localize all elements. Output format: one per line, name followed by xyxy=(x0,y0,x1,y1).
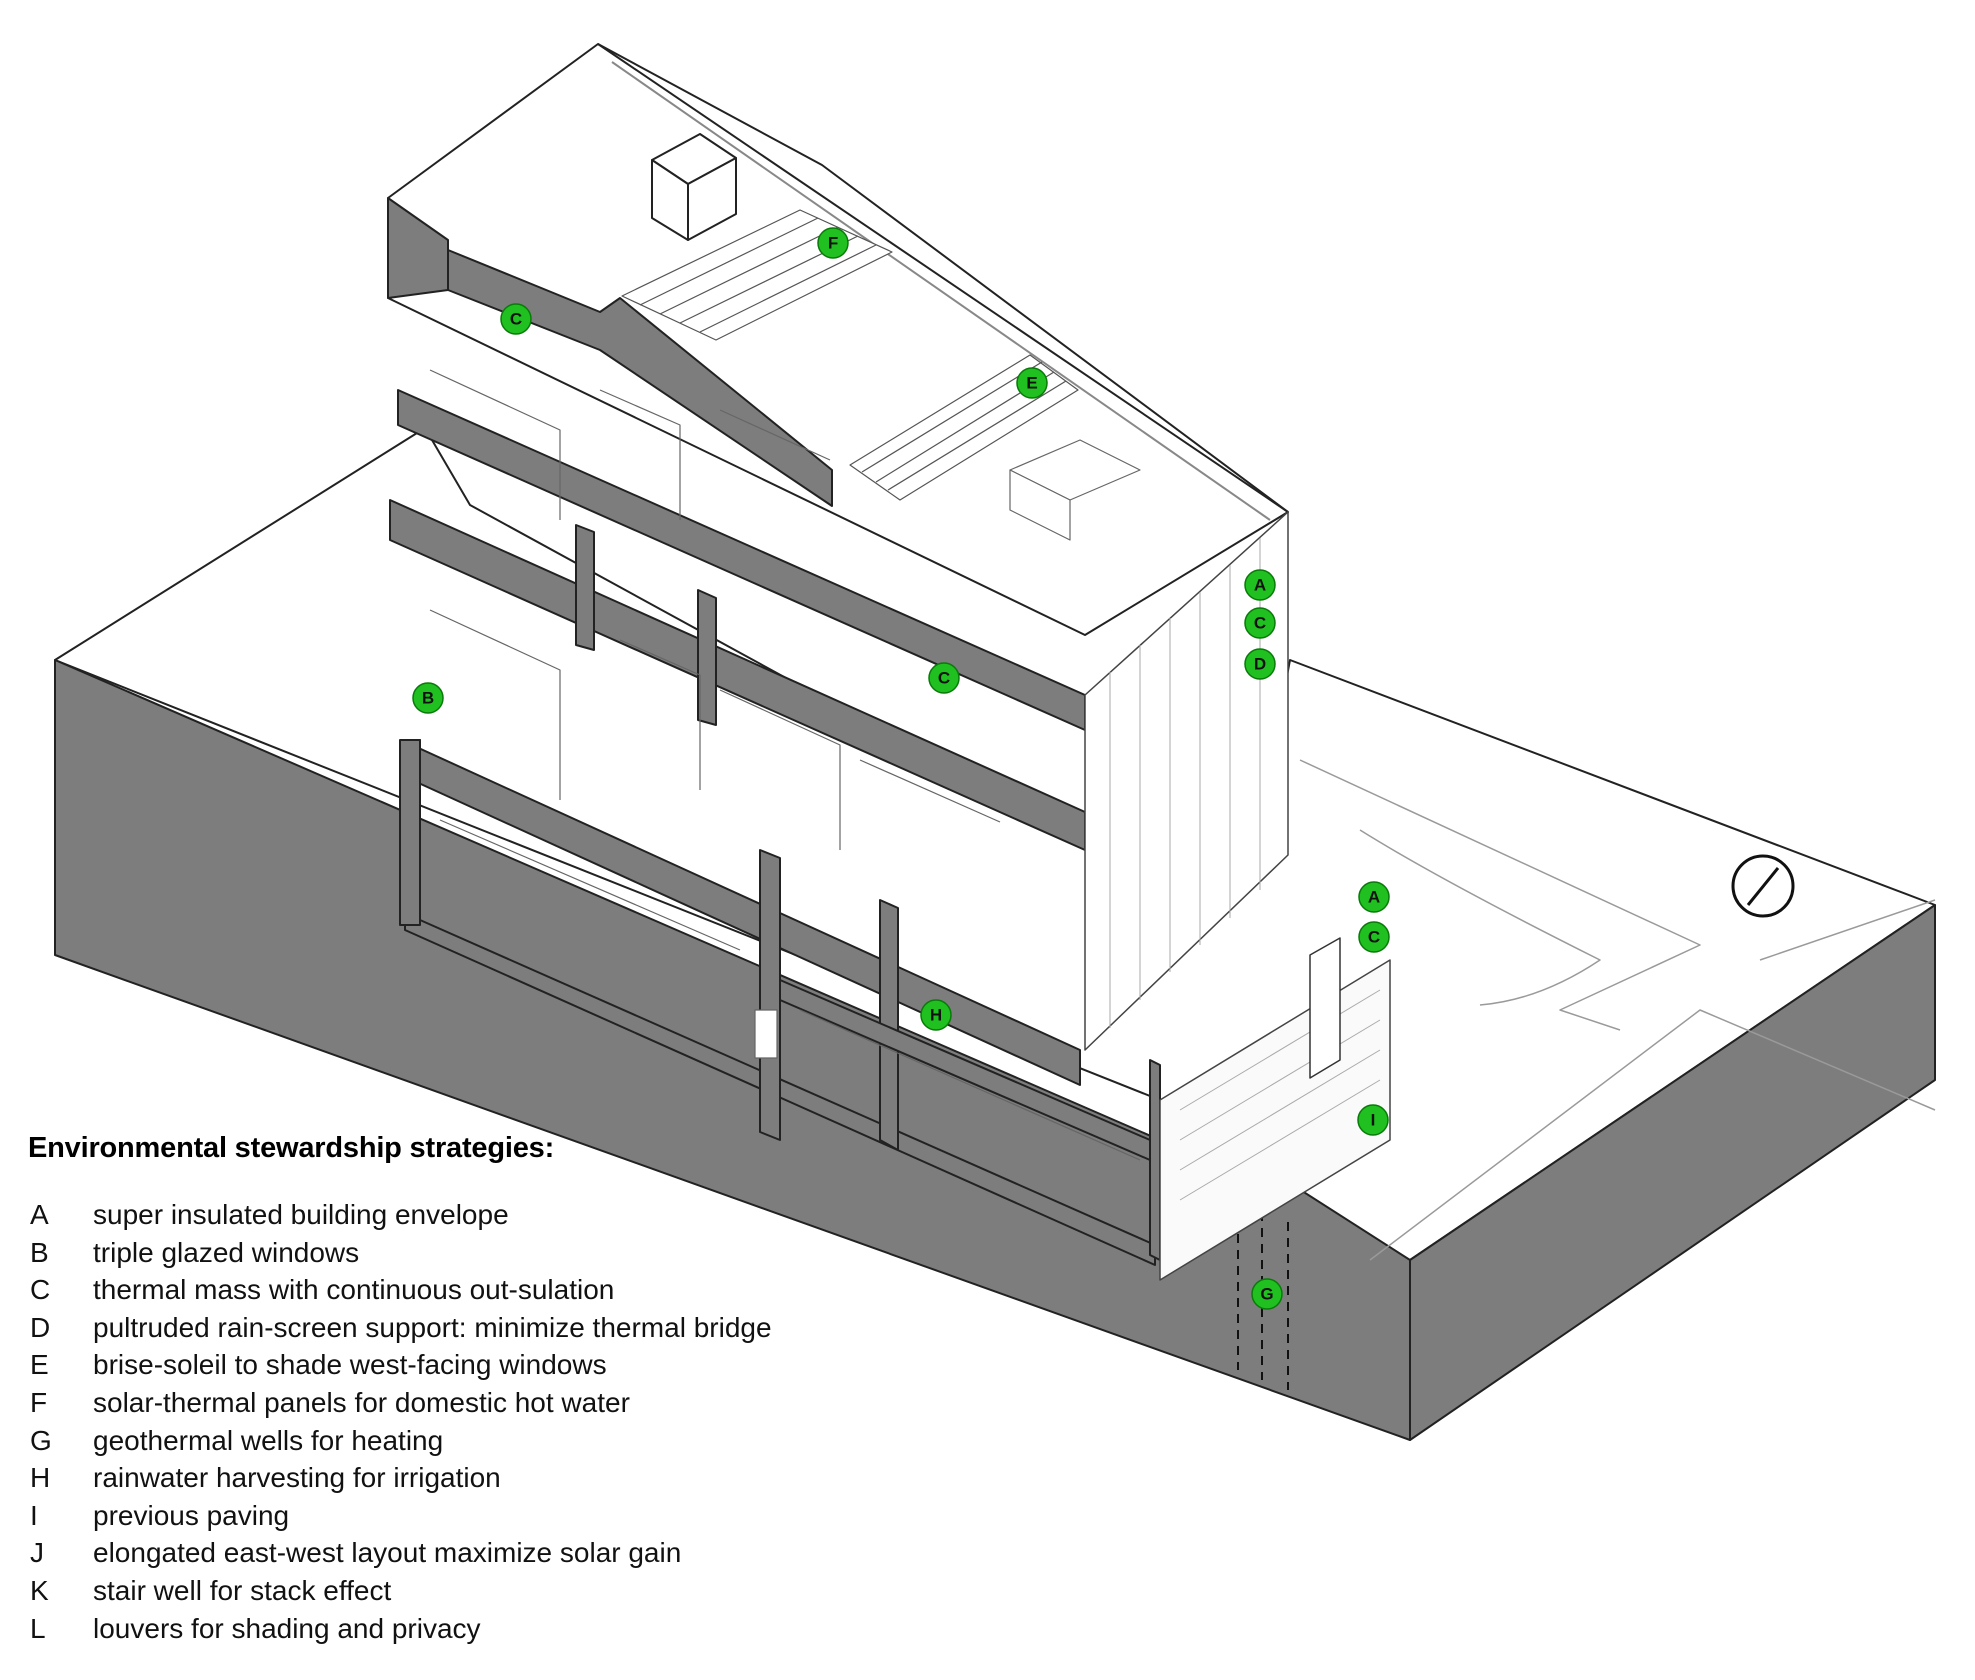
marker-label: E xyxy=(1026,374,1037,393)
legend-text: thermal mass with continuous out-sulatio… xyxy=(93,1274,615,1306)
legend-key: E xyxy=(30,1349,49,1381)
marker-label: C xyxy=(938,669,950,688)
legend-key: L xyxy=(30,1612,46,1644)
marker-c-mid: C xyxy=(928,662,960,694)
marker-label: D xyxy=(1254,655,1266,674)
marker-f: F xyxy=(817,227,849,259)
legend-text: rainwater harvesting for irrigation xyxy=(93,1462,501,1494)
legend-key: B xyxy=(30,1236,49,1268)
marker-c-roof: C xyxy=(500,303,532,335)
marker-label: C xyxy=(1254,614,1266,633)
legend-text: pultruded rain-screen support: minimize … xyxy=(93,1311,772,1343)
marker-label: C xyxy=(510,310,522,329)
legend-key: C xyxy=(30,1274,51,1306)
site-end-face xyxy=(1409,904,1936,1441)
section-cut xyxy=(387,197,1161,1266)
building xyxy=(387,43,1391,1281)
marker-i: I xyxy=(1357,1104,1389,1136)
facade-grid xyxy=(1109,538,1381,1201)
marker-label: C xyxy=(1368,928,1380,947)
marker-a-upper: A xyxy=(1244,569,1276,601)
interior-rooms xyxy=(429,369,1141,1161)
marker-label: F xyxy=(828,234,838,253)
legend-text: previous paving xyxy=(93,1499,290,1531)
legend-text: elongated east-west layout maximize sola… xyxy=(93,1537,682,1569)
legend-text: geothermal wells for heating xyxy=(93,1424,444,1456)
legend-key: I xyxy=(30,1499,38,1531)
garage-door xyxy=(1309,937,1341,1079)
legend-key: A xyxy=(30,1199,49,1230)
marker-c-upper: C xyxy=(1244,607,1276,639)
marker-label: H xyxy=(930,1006,942,1025)
legend-text: triple glazed windows xyxy=(93,1236,360,1268)
marker-label: G xyxy=(1260,1285,1273,1304)
marker-label: A xyxy=(1368,888,1380,907)
legend-text: super insulated building envelope xyxy=(93,1199,509,1230)
legend-key: K xyxy=(30,1574,49,1606)
legend-text: solar-thermal panels for domestic hot wa… xyxy=(93,1386,630,1418)
marker-label: B xyxy=(422,689,434,708)
marker-h: H xyxy=(920,999,952,1031)
paving-lines xyxy=(1299,759,1936,1261)
marker-e: E xyxy=(1016,367,1048,399)
legend-key: D xyxy=(30,1311,51,1343)
legend-key: G xyxy=(30,1424,52,1456)
legend-key: H xyxy=(30,1462,51,1494)
legend-text: stair well for stack effect xyxy=(93,1574,392,1606)
north-arrow-icon xyxy=(1731,854,1795,918)
marker-c-lower: C xyxy=(1358,921,1390,953)
marker-label: I xyxy=(1371,1111,1376,1130)
legend-key: F xyxy=(30,1386,48,1418)
marker-b: B xyxy=(412,682,444,714)
legend-key: J xyxy=(30,1537,44,1569)
legend-text: louvers for shading and privacy xyxy=(93,1612,481,1644)
marker-d: D xyxy=(1244,648,1276,680)
marker-label: A xyxy=(1254,576,1266,595)
site-block xyxy=(54,427,1936,1441)
marker-g: G xyxy=(1251,1278,1283,1310)
chimney xyxy=(651,133,737,241)
strategy-markers: F C E A C D C B A C H I xyxy=(412,227,1390,1310)
marker-a-lower: A xyxy=(1358,881,1390,913)
legend-title: Environmental stewardship strategies: xyxy=(28,1132,555,1164)
legend-text: brise-soleil to shade west-facing window… xyxy=(93,1349,607,1381)
